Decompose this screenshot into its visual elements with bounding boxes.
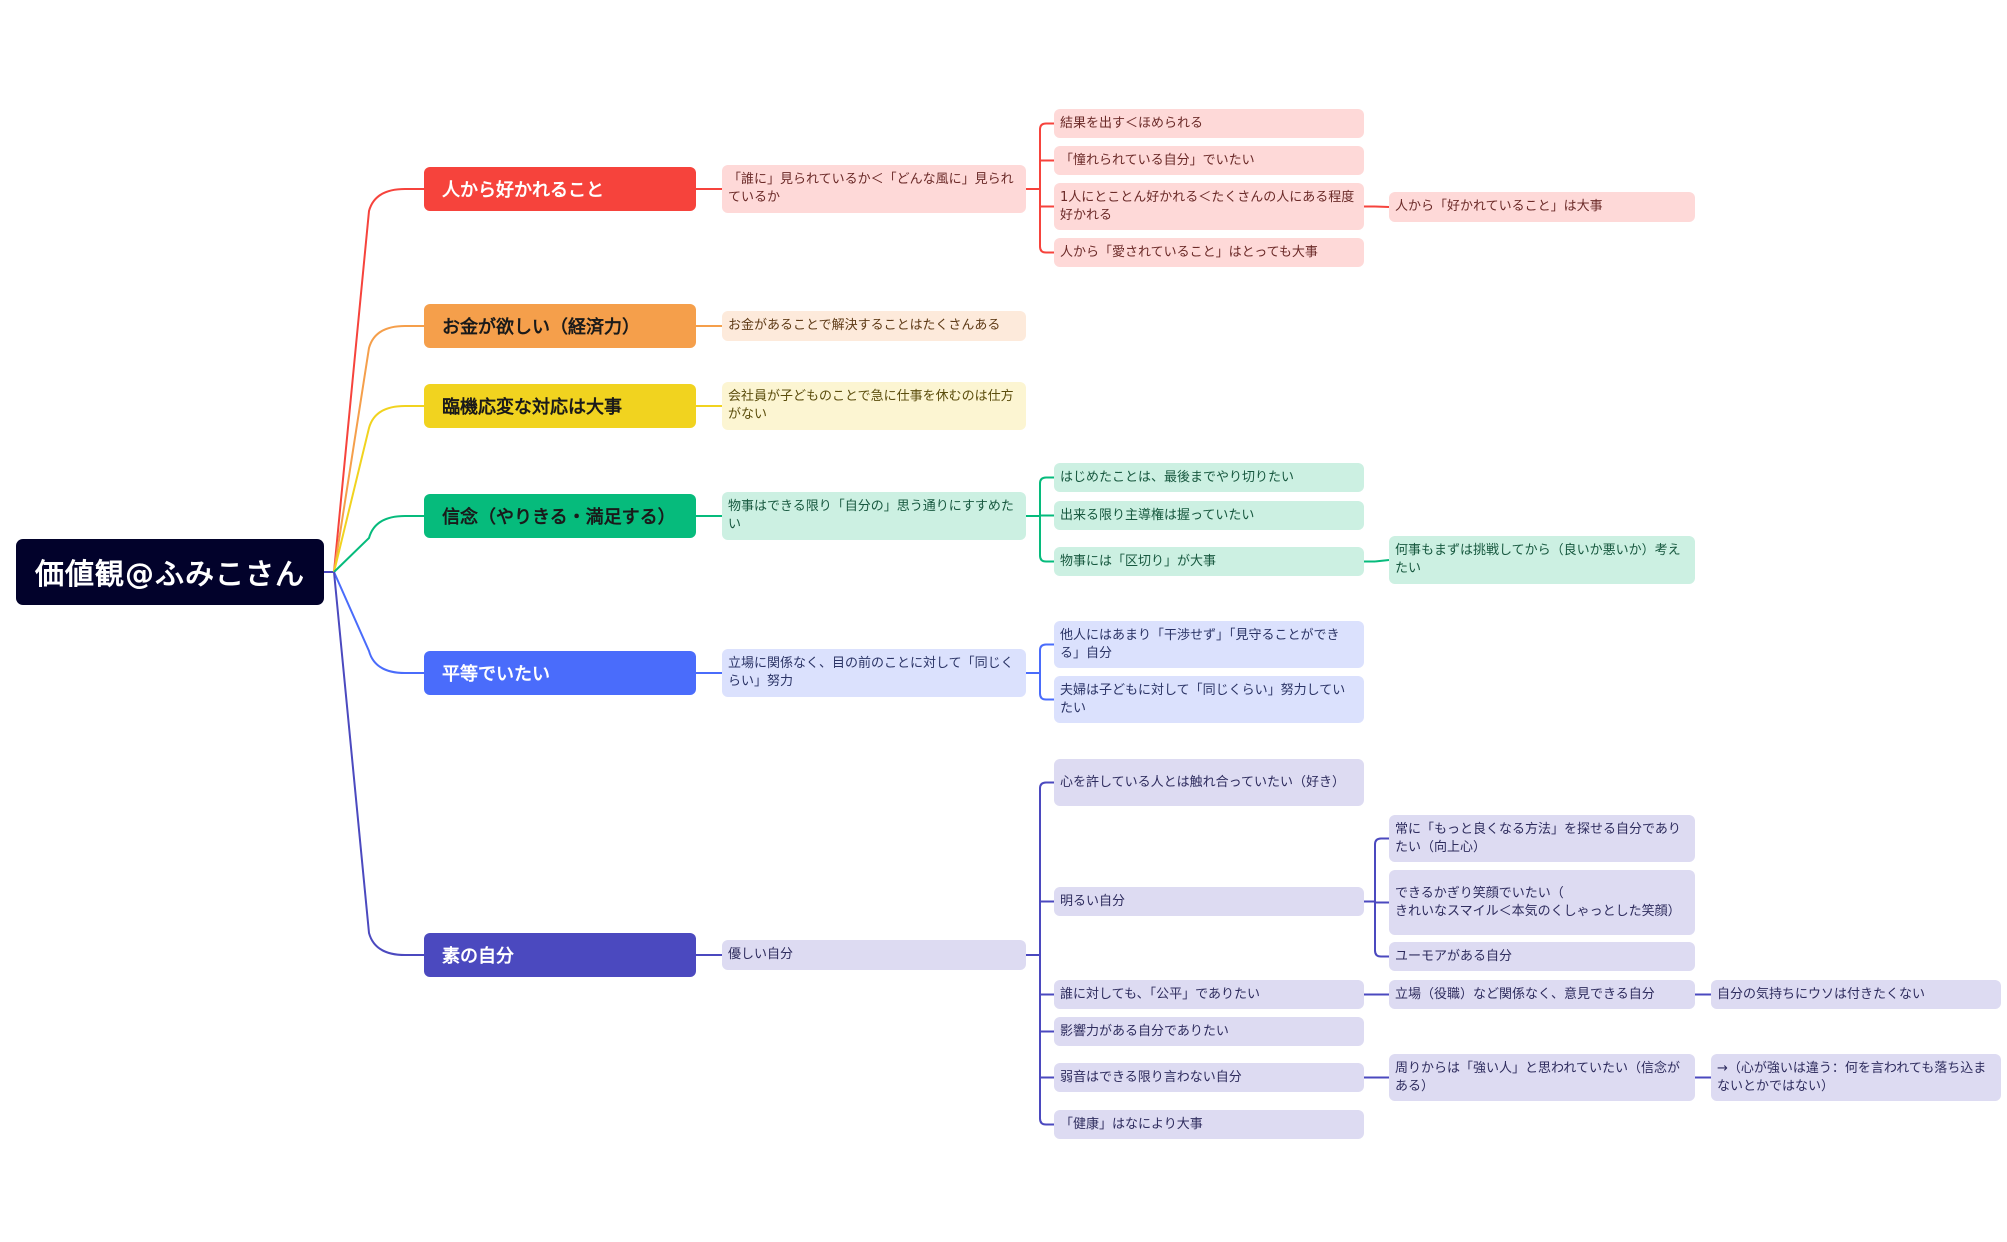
subtopic-speak-up[interactable]: 立場（役職）など関係なく、意見できる自分 — [1389, 980, 1695, 1009]
topic-true-self[interactable]: 素の自分 — [424, 933, 696, 977]
subtopic-liked-loved[interactable]: 人から「愛されていること」はとっても大事 — [1054, 238, 1364, 267]
subtopic-belief-own-way[interactable]: 物事はできる限り「自分の」思う通りにすすめたい — [722, 492, 1026, 540]
topic-flexible[interactable]: 臨機応変な対応は大事 — [424, 384, 696, 428]
subtopic-equal-watch[interactable]: 他人にはあまり「干渉せず」「見守ることができる」自分 — [1054, 621, 1364, 668]
subtopic-belief-milestone[interactable]: 物事には「区切り」が大事 — [1054, 547, 1364, 576]
subtopic-liked-important[interactable]: 人から「好かれていること」は大事 — [1389, 192, 1695, 222]
subtopic-strong[interactable]: 周りからは「強い人」と思われていたい（信念がある） — [1389, 1054, 1695, 1101]
subtopic-belief-challenge[interactable]: 何事もまずは挑戦してから（良いか悪いか）考えたい — [1389, 536, 1695, 584]
subtopic-equal-couple[interactable]: 夫婦は子どもに対して「同じくらい」努力していたい — [1054, 676, 1364, 723]
subtopic-smile[interactable]: できるかぎり笑顔でいたい（ きれいなスマイル＜本気のくしゃっとした笑顔） — [1389, 870, 1695, 935]
subtopic-fair[interactable]: 誰に対しても、「公平」でありたい — [1054, 980, 1364, 1009]
subtopic-liked-admired[interactable]: 「憧れられている自分」でいたい — [1054, 146, 1364, 175]
subtopic-liked-seen[interactable]: 「誰に」見られているか＜「どんな風に」見られているか — [722, 165, 1026, 213]
subtopic-health[interactable]: 「健康」はなにより大事 — [1054, 1110, 1364, 1139]
subtopic-cheerful[interactable]: 明るい自分 — [1054, 887, 1364, 916]
subtopic-liked-results[interactable]: 結果を出す＜ほめられる — [1054, 109, 1364, 138]
root-topic[interactable]: 価値観@ふみこさん — [16, 539, 324, 605]
topic-equal[interactable]: 平等でいたい — [424, 651, 696, 695]
subtopic-strong-note[interactable]: →（心が強いは違う：何を言われても落ち込まないとかではない） — [1711, 1054, 2001, 1101]
subtopic-equal-effort[interactable]: 立場に関係なく、目の前のことに対して「同じくらい」努力 — [722, 649, 1026, 697]
topic-money[interactable]: お金が欲しい（経済力） — [424, 304, 696, 348]
topic-belief[interactable]: 信念（やりきる・満足する） — [424, 494, 696, 538]
subtopic-touch[interactable]: 心を許している人とは触れ合っていたい（好き） — [1054, 759, 1364, 806]
subtopic-improve[interactable]: 常に「もっと良くなる方法」を探せる自分でありたい（向上心） — [1389, 815, 1695, 862]
subtopic-flexible-work[interactable]: 会社員が子どものことで急に仕事を休むのは仕方がない — [722, 382, 1026, 430]
subtopic-influence[interactable]: 影響力がある自分でありたい — [1054, 1017, 1364, 1046]
subtopic-no-complain[interactable]: 弱音はできる限り言わない自分 — [1054, 1063, 1364, 1092]
subtopic-honest[interactable]: 自分の気持ちにウソは付きたくない — [1711, 980, 2001, 1009]
subtopic-kind[interactable]: 優しい自分 — [722, 940, 1026, 970]
subtopic-money-solve[interactable]: お金があることで解決することはたくさんある — [722, 311, 1026, 341]
topic-liked[interactable]: 人から好かれること — [424, 167, 696, 211]
subtopic-liked-one-person[interactable]: 1人にとことん好かれる＜たくさんの人にある程度好かれる — [1054, 183, 1364, 230]
subtopic-humor[interactable]: ユーモアがある自分 — [1389, 942, 1695, 971]
subtopic-belief-lead[interactable]: 出来る限り主導権は握っていたい — [1054, 501, 1364, 530]
subtopic-belief-finish[interactable]: はじめたことは、最後までやり切りたい — [1054, 463, 1364, 492]
